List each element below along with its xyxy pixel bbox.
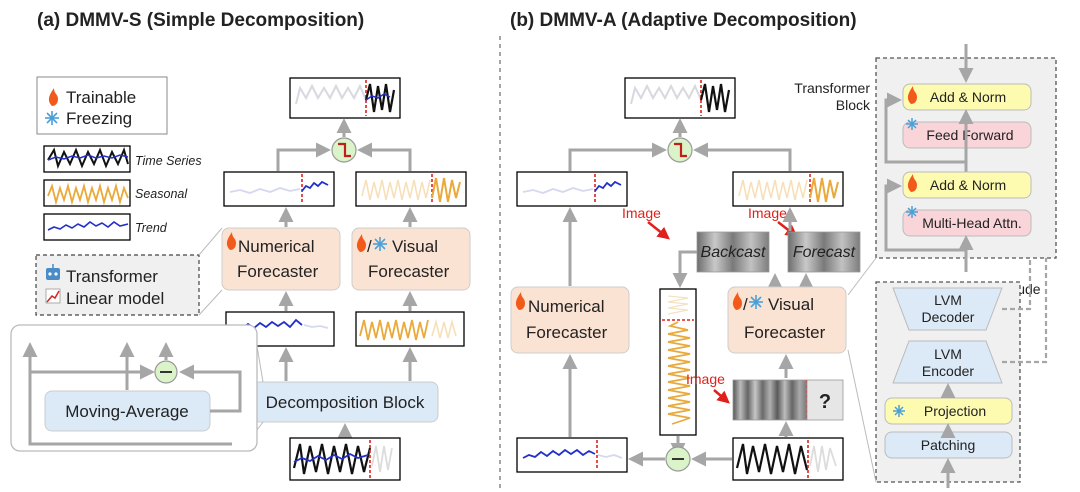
legend-time-series-line bbox=[47, 147, 129, 170]
backcast-vertical-chart bbox=[659, 288, 697, 436]
lvm-decoder bbox=[892, 287, 1003, 331]
transformer-block: Add & Norm Feed Forward Add & Norm Multi… bbox=[875, 44, 1057, 272]
moving-average-label: Moving-Average bbox=[65, 402, 188, 421]
visual-output-chart-b bbox=[732, 171, 844, 207]
image-label-input: Image bbox=[686, 371, 725, 387]
visual-forecaster-a-slash: / bbox=[367, 237, 372, 256]
input-chart-a bbox=[289, 437, 401, 481]
flame-icon bbox=[907, 174, 917, 192]
snowflake-icon bbox=[893, 405, 905, 417]
forecast-image: Forecast bbox=[787, 231, 861, 273]
add-norm-bottom-label: Add & Norm bbox=[930, 177, 1006, 193]
snowflake-icon bbox=[45, 111, 59, 125]
multi-head-label: Multi-Head Attn. bbox=[922, 215, 1022, 231]
legend-linear-label: Linear model bbox=[66, 289, 164, 308]
panel-b-title: (b) DMMV-A (Adaptive Decomposition) bbox=[510, 10, 857, 31]
visual-forecaster-a-line2: Forecaster bbox=[368, 262, 450, 281]
visual-output-chart-a bbox=[355, 171, 467, 207]
legend-seasonal-label: Seasonal bbox=[135, 187, 188, 201]
input-image-strip: ? bbox=[732, 379, 844, 421]
image-label-forecast: Image bbox=[748, 205, 787, 221]
flame-icon bbox=[356, 234, 366, 252]
feed-forward-label: Feed Forward bbox=[926, 127, 1013, 143]
flame-icon bbox=[48, 88, 58, 106]
numerical-forecaster-a-line1: Numerical bbox=[238, 237, 315, 256]
minus-node-b bbox=[665, 446, 691, 472]
seasonal-input-chart-a bbox=[355, 311, 465, 347]
robot-icon bbox=[46, 264, 60, 280]
legend-transformer-label: Transformer bbox=[66, 267, 158, 286]
line-chart-icon bbox=[45, 288, 61, 304]
visual-forecaster-b-line1: Visual bbox=[768, 295, 814, 314]
numerical-forecaster-a-line2: Forecaster bbox=[237, 262, 319, 281]
numerical-forecaster-b-line2: Forecaster bbox=[526, 323, 608, 342]
flame-icon bbox=[226, 232, 236, 250]
numerical-forecaster-a: Numerical Forecaster bbox=[221, 227, 341, 291]
lvm-encoder bbox=[892, 340, 1003, 384]
visual-forecaster-b: / Visual Forecaster bbox=[727, 286, 847, 354]
moving-average-region: Moving-Average bbox=[10, 324, 264, 452]
backcast-label: Backcast bbox=[701, 244, 766, 261]
decomposition-block-a: Decomposition Block bbox=[251, 381, 439, 423]
backcast-image: Backcast bbox=[696, 231, 770, 273]
legend-trend-line bbox=[47, 221, 129, 231]
snowflake-icon bbox=[749, 295, 763, 309]
snowflake-icon bbox=[906, 118, 918, 130]
numerical-forecaster-b-line1: Numerical bbox=[528, 297, 605, 316]
decomposition-block-label: Decomposition Block bbox=[266, 393, 425, 412]
flame-icon bbox=[732, 292, 742, 310]
numerical-output-chart-a bbox=[223, 171, 335, 207]
flame-icon bbox=[907, 86, 917, 104]
snowflake-icon bbox=[373, 237, 387, 251]
lvm-block: LVM Decoder LVM Encoder Projection Patch… bbox=[875, 281, 1021, 488]
question-mark: ? bbox=[819, 391, 831, 413]
legend-trainable-freezing: Trainable Freezing bbox=[36, 76, 168, 135]
patching-label: Patching bbox=[921, 437, 975, 453]
output-chart-a bbox=[289, 77, 401, 119]
flame-icon bbox=[515, 292, 525, 310]
legend-freezing-label: Freezing bbox=[66, 109, 132, 128]
trend-output-chart-b bbox=[516, 437, 628, 473]
lvm-decoder-line1: LVM bbox=[934, 292, 962, 308]
numerical-forecaster-b: Numerical Forecaster bbox=[510, 286, 630, 354]
legend-model-types: Transformer Linear model bbox=[35, 254, 200, 316]
visual-forecaster-b-slash: / bbox=[743, 295, 748, 314]
panel-a-title: (a) DMMV-S (Simple Decomposition) bbox=[37, 10, 364, 31]
lvm-decoder-line2: Decoder bbox=[922, 309, 975, 325]
legend-seasonal-line bbox=[47, 182, 129, 206]
input-chart-b bbox=[732, 437, 844, 481]
transformer-block-label-2: Block bbox=[836, 97, 871, 113]
snowflake-icon bbox=[906, 206, 918, 218]
legend-series: Time Series Seasonal Trend bbox=[43, 145, 202, 241]
visual-forecaster-a-line1: Visual bbox=[392, 237, 438, 256]
projection-label: Projection bbox=[924, 403, 986, 419]
lvm-encoder-line1: LVM bbox=[934, 346, 962, 362]
sum-node-a bbox=[331, 137, 357, 163]
output-chart-b bbox=[624, 77, 736, 119]
visual-forecaster-b-line2: Forecaster bbox=[744, 323, 826, 342]
add-norm-top-label: Add & Norm bbox=[930, 89, 1006, 105]
visual-forecaster-a: / Visual Forecaster bbox=[351, 227, 471, 291]
transformer-block-label-1: Transformer bbox=[794, 80, 870, 96]
forecast-label: Forecast bbox=[793, 244, 856, 261]
legend-trainable-label: Trainable bbox=[66, 88, 136, 107]
numerical-output-chart-b bbox=[516, 171, 628, 207]
image-label-backcast: Image bbox=[622, 205, 661, 221]
sum-node-b bbox=[667, 137, 693, 163]
lvm-encoder-line2: Encoder bbox=[922, 363, 974, 379]
legend-trend-label: Trend bbox=[135, 221, 168, 235]
legend-time-series-label: Time Series bbox=[135, 154, 202, 168]
